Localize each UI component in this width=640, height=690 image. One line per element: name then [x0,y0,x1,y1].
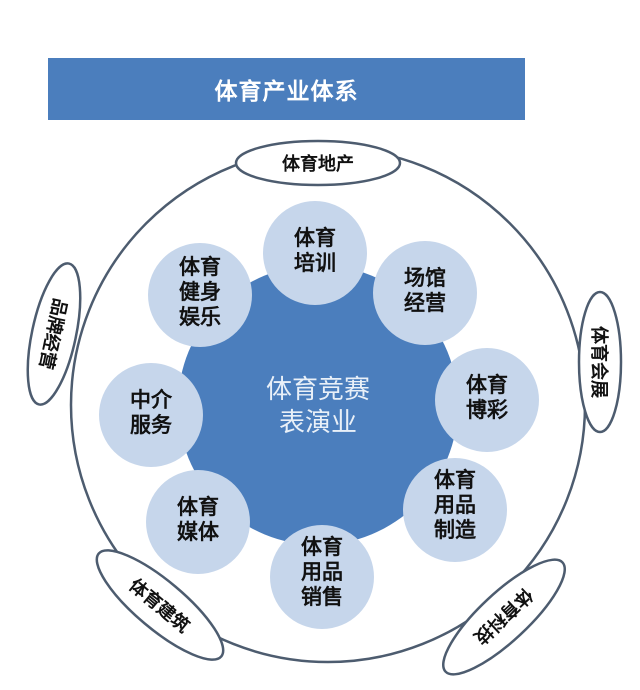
satellite-circle-venue [373,241,477,345]
satellite-circle-sales [270,525,374,629]
oval-real-estate [234,139,402,187]
outer-label-real-estate: 体育地产 [282,154,354,175]
satellite-label-sales: 体育 用品 销售 [301,535,343,610]
oval-brand [26,262,82,406]
satellite-label-training: 体育 培训 [294,226,336,276]
satellite-circle-lottery [435,348,539,452]
outer-label-exhibition: 体育会展 [588,326,609,398]
oval-technology [441,558,567,676]
title-banner: 体育产业体系 [48,58,525,120]
satellite-circle-agency [99,363,203,467]
satellite-circle-training [263,201,367,305]
satellite-label-manufacture: 体育 用品 制造 [434,468,476,543]
satellite-circle-fitness [148,243,252,347]
diagram-title: 体育产业体系 [214,79,359,105]
oval-construction [95,549,225,661]
satellite-label-venue: 场馆 经营 [404,266,446,316]
satellite-label-agency: 中介 服务 [130,388,172,438]
satellite-circle-media [146,470,250,574]
center-label: 体育竞赛 表演业 [265,375,370,438]
center-shape [178,265,458,545]
satellite-label-lottery: 体育 博彩 [466,373,508,423]
satellite-circles [99,201,539,629]
oval-exhibition [577,290,623,434]
satellite-label-fitness: 体育 健身 娱乐 [179,255,221,330]
satellite-circle-manufacture [403,458,507,562]
satellite-label-media: 体育 媒体 [177,495,219,545]
